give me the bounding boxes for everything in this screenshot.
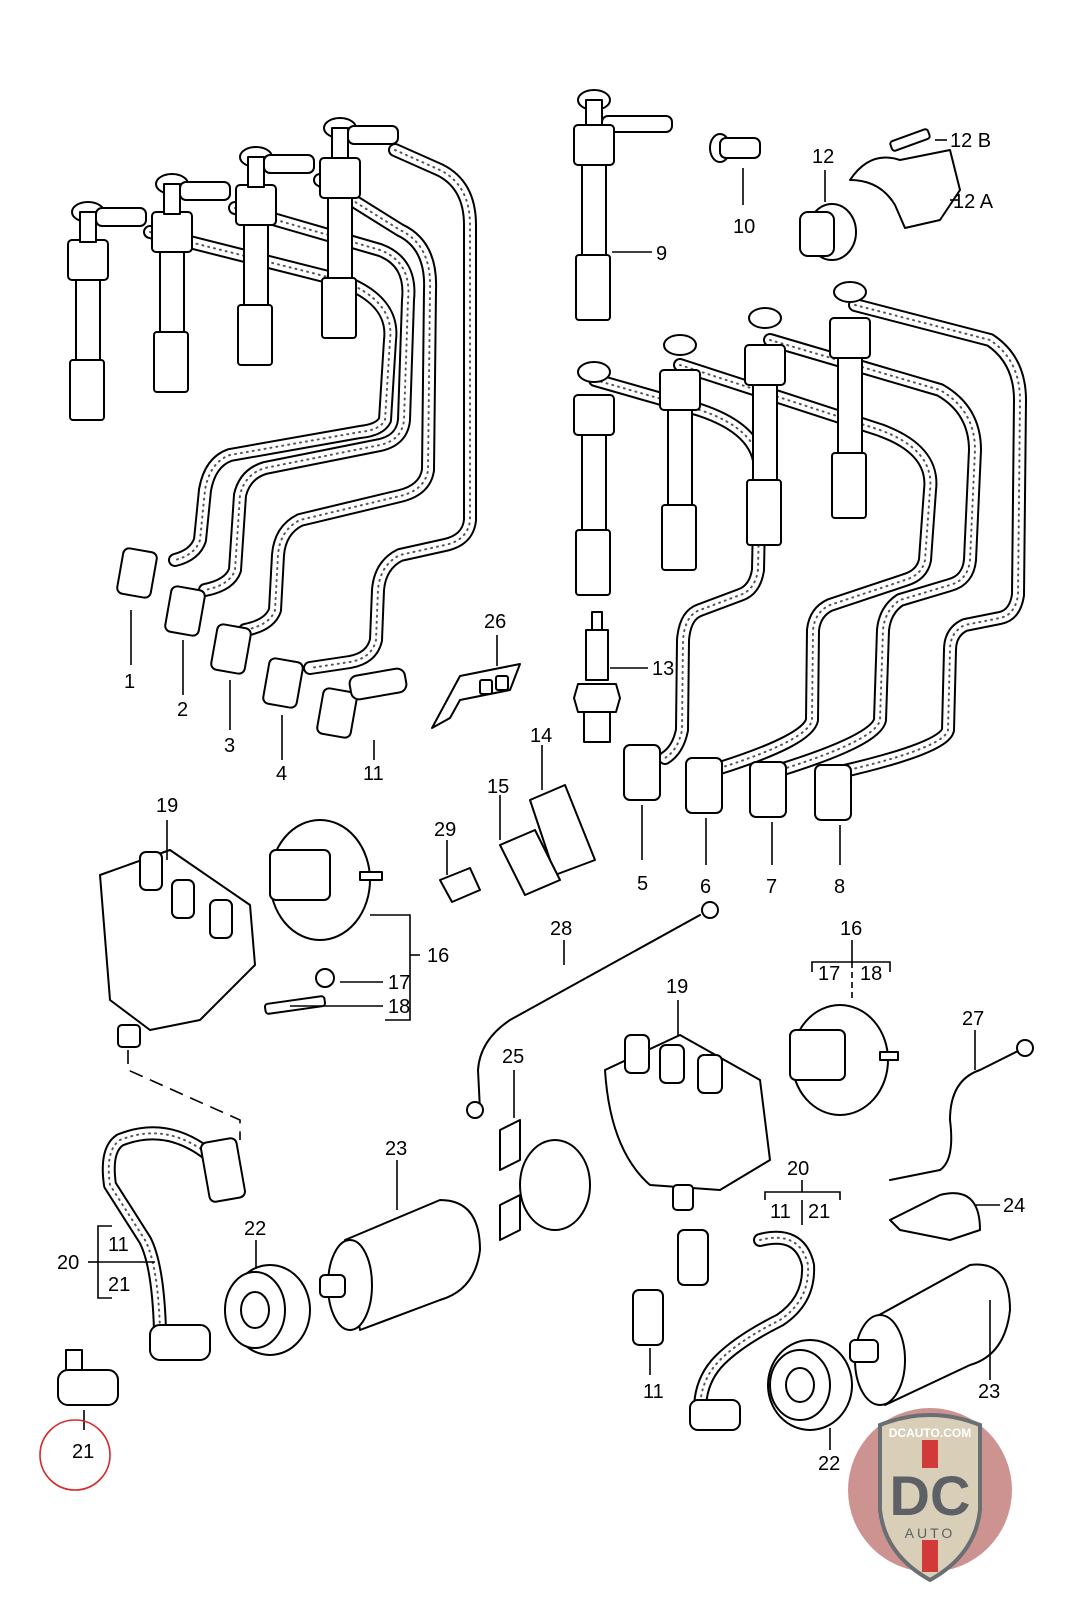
label-28: 28 bbox=[550, 918, 572, 940]
ignition-coil-left bbox=[319, 1160, 481, 1331]
distributor-cap-cover bbox=[849, 128, 961, 229]
label-12a: 12 A bbox=[953, 191, 994, 213]
label-5: 5 bbox=[637, 873, 648, 895]
label-14: 14 bbox=[530, 725, 552, 747]
single-plug-boot bbox=[573, 89, 673, 321]
coil-lead-right bbox=[632, 1180, 841, 1431]
label-22-left: 22 bbox=[244, 1218, 266, 1240]
distributor-end-connector bbox=[623, 744, 852, 821]
coil-clamp-24 bbox=[889, 1192, 1000, 1241]
coil-lead-left bbox=[88, 1126, 246, 1361]
label-1: 1 bbox=[124, 671, 135, 693]
watermark-shield bbox=[878, 1413, 982, 1583]
label-25: 25 bbox=[502, 1046, 524, 1068]
label-2: 2 bbox=[177, 699, 188, 721]
plug-boot bbox=[67, 201, 147, 421]
distributor-base-left bbox=[263, 819, 420, 1021]
label-17-right: 17 bbox=[818, 963, 840, 985]
watermark-stripe-top bbox=[922, 1440, 938, 1468]
label-22-right: 22 bbox=[818, 1453, 840, 1475]
label-19-right: 19 bbox=[666, 976, 688, 998]
label-24: 24 bbox=[1003, 1195, 1025, 1217]
clip-29 bbox=[439, 840, 481, 903]
label-29: 29 bbox=[434, 819, 456, 841]
label-12: 12 bbox=[812, 146, 834, 168]
mounting-bracket bbox=[431, 635, 521, 729]
label-4: 4 bbox=[276, 763, 287, 785]
distributor-cap-left bbox=[99, 820, 256, 1048]
callout-labels: 1 2 3 4 11 9 10 12 12 B 12 A 26 13 14 15… bbox=[57, 130, 1025, 1475]
label-23-left: 23 bbox=[385, 1138, 407, 1160]
plug-boot bbox=[151, 173, 231, 393]
distributor-cap-connector bbox=[799, 170, 857, 261]
label-18-left: 18 bbox=[388, 996, 410, 1018]
coil-connector-21 bbox=[57, 1349, 119, 1430]
label-16-left: 16 bbox=[427, 945, 449, 967]
label-11-left-bracket: 11 bbox=[108, 1234, 129, 1256]
coil-boot-right bbox=[767, 1339, 853, 1450]
label-11-right-bracket: 11 bbox=[770, 1201, 791, 1223]
clamp-plate-15 bbox=[499, 795, 561, 896]
earth-strap-27 bbox=[889, 1030, 1034, 1181]
plug-boot bbox=[659, 334, 701, 571]
plug-boot bbox=[829, 281, 871, 519]
ignition-lead-set-left bbox=[67, 117, 477, 760]
watermark-brand: AUTO bbox=[905, 1525, 956, 1541]
label-6: 6 bbox=[700, 876, 711, 898]
rotor-shaft bbox=[709, 133, 761, 205]
plug-boot bbox=[573, 361, 615, 596]
distributor-cap-right bbox=[604, 1000, 771, 1211]
watermark-site: DCAUTO.COM bbox=[889, 1426, 971, 1440]
label-16-right: 16 bbox=[840, 918, 862, 940]
label-18-right: 18 bbox=[860, 963, 882, 985]
label-12b: 12 B bbox=[950, 130, 991, 152]
label-11: 11 bbox=[363, 763, 384, 785]
label-20-right: 20 bbox=[787, 1158, 809, 1180]
highlight-circle bbox=[39, 1419, 111, 1491]
spark-plug bbox=[573, 611, 648, 743]
plug-boot bbox=[744, 307, 786, 546]
label-17-left: 17 bbox=[388, 972, 410, 994]
label-11-right-bottom: 11 bbox=[643, 1381, 664, 1403]
label-10: 10 bbox=[733, 216, 755, 238]
ignition-lead-set-right bbox=[573, 281, 1027, 865]
label-20-left: 20 bbox=[57, 1252, 79, 1274]
watermark-monogram: DC bbox=[890, 1464, 971, 1527]
label-7: 7 bbox=[766, 876, 777, 898]
plug-boot bbox=[235, 146, 315, 366]
coil-clamp bbox=[499, 1070, 591, 1241]
label-21-highlighted: 21 bbox=[72, 1441, 94, 1463]
label-21-left-bracket: 21 bbox=[108, 1274, 130, 1296]
label-3: 3 bbox=[224, 735, 235, 757]
watermark-stripe-bottom bbox=[922, 1540, 938, 1572]
dcauto-watermark: DCAUTO.COM DC AUTO bbox=[848, 1408, 1012, 1583]
label-8: 8 bbox=[834, 876, 845, 898]
label-21-right-bracket: 21 bbox=[808, 1201, 830, 1223]
clamp-plate-14 bbox=[529, 745, 596, 876]
distributor-end-connector bbox=[116, 547, 408, 739]
coil-boot-left bbox=[224, 1240, 311, 1356]
label-27: 27 bbox=[962, 1008, 984, 1030]
ignition-coil-right bbox=[849, 1263, 1011, 1406]
label-15: 15 bbox=[487, 776, 509, 798]
label-23-right: 23 bbox=[978, 1381, 1000, 1403]
label-13: 13 bbox=[652, 658, 674, 680]
label-9: 9 bbox=[656, 243, 667, 265]
earth-strap-28 bbox=[466, 901, 719, 1119]
plug-boot bbox=[319, 117, 399, 339]
distributor-base-right bbox=[789, 940, 899, 1116]
label-26: 26 bbox=[484, 611, 506, 633]
label-19-left: 19 bbox=[156, 795, 178, 817]
